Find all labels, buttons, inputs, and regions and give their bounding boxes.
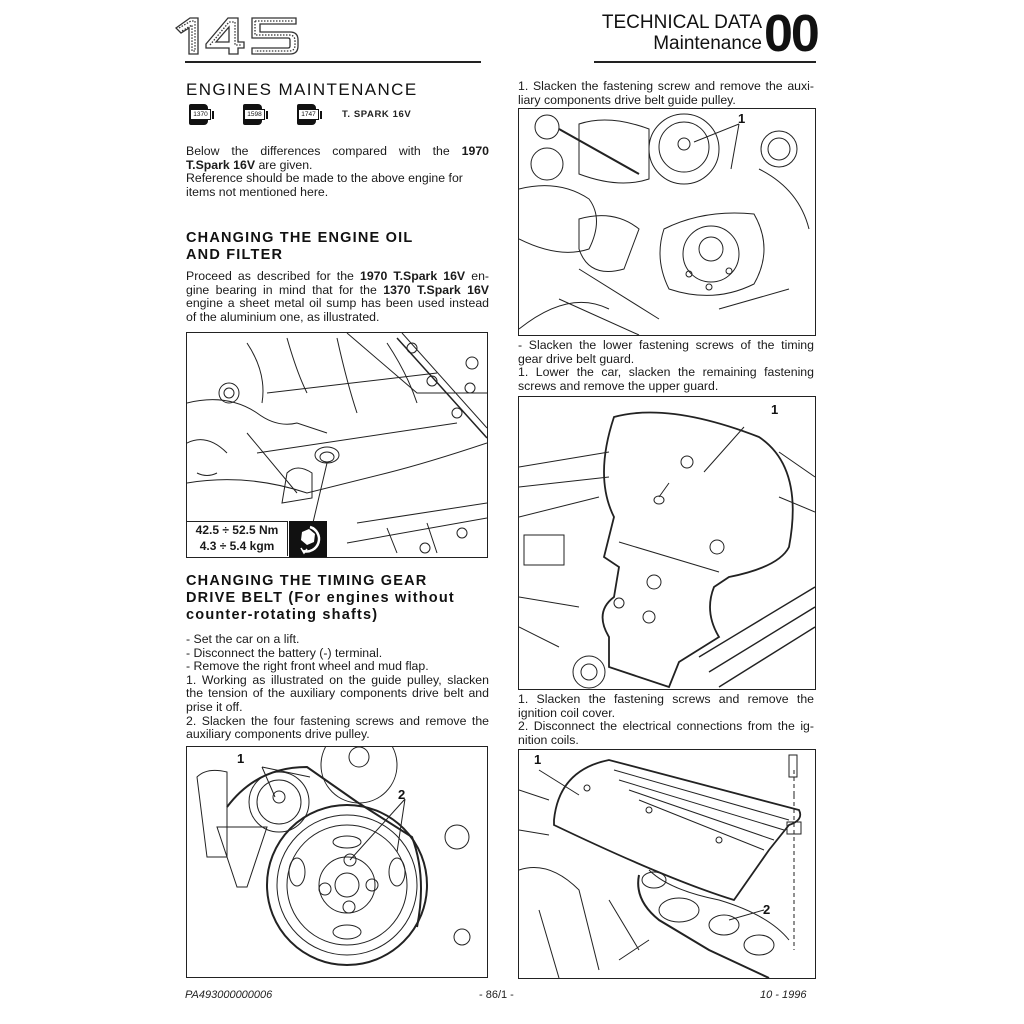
document-date: 10 - 1996 (760, 989, 807, 1001)
torque-nm: 42.5 ÷ 52.5 Nm (195, 523, 279, 537)
guide-pulley-illustration (518, 108, 816, 336)
callout-1: 1 (738, 111, 746, 126)
document-code: PA493000000006 (185, 989, 273, 1001)
callout-1: 1 (534, 752, 542, 767)
timing-belt-steps: - Set the car on a lift. - Disconnect th… (186, 632, 489, 742)
timing-belt-heading: CHANGING THE TIMING GEAR DRIVE BELT (For… (186, 573, 455, 623)
intro-paragraph: Below the differences compared with the … (186, 144, 489, 199)
torque-kgm: 4.3 ÷ 5.4 kgm (199, 539, 275, 553)
engine-badge-icon: 1598 (240, 102, 268, 126)
engine-badge-icon: 1747 (294, 102, 322, 126)
section-number: 00 (764, 5, 820, 63)
engine-label: T. SPARK 16V (342, 108, 412, 120)
header-rule-right (594, 61, 816, 63)
oil-change-paragraph: Proceed as described for the 1970 T.Spar… (186, 269, 490, 324)
page-number: - 86/1 - (479, 989, 514, 1001)
guard-removal-steps: - Slacken the lower fastening screws of … (518, 338, 814, 393)
torque-wrench-icon (289, 521, 327, 557)
section-subtitle: Maintenance (653, 33, 762, 54)
section-title: TECHNICAL DATA (601, 12, 762, 33)
header-rule-left (185, 61, 481, 63)
oil-sump-illustration (186, 332, 488, 558)
oil-change-heading: CHANGING THE ENGINE OIL AND FILTER (186, 230, 414, 263)
engine-badges-row: 1370 1598 1747 T. SPARK 16V (186, 101, 486, 127)
callout-2: 2 (763, 902, 771, 917)
callout-2: 2 (398, 787, 406, 802)
ignition-coil-cover-illustration (518, 749, 816, 979)
upper-guard-illustration (518, 396, 816, 690)
model-logo (172, 14, 302, 58)
callout-1: 1 (771, 402, 779, 417)
drive-pulley-illustration (186, 746, 488, 978)
engine-badge-icon: 1370 (186, 102, 214, 126)
torque-spec-box: 42.5 ÷ 52.5 Nm 4.3 ÷ 5.4 kgm (187, 521, 288, 556)
engines-maintenance-heading: ENGINES MAINTENANCE (186, 80, 418, 99)
ignition-coil-steps: 1. Slacken the fastening screws and remo… (518, 692, 814, 747)
callout-1: 1 (237, 751, 245, 766)
guide-pulley-step: 1. Slacken the fastening screw and remov… (518, 79, 814, 107)
